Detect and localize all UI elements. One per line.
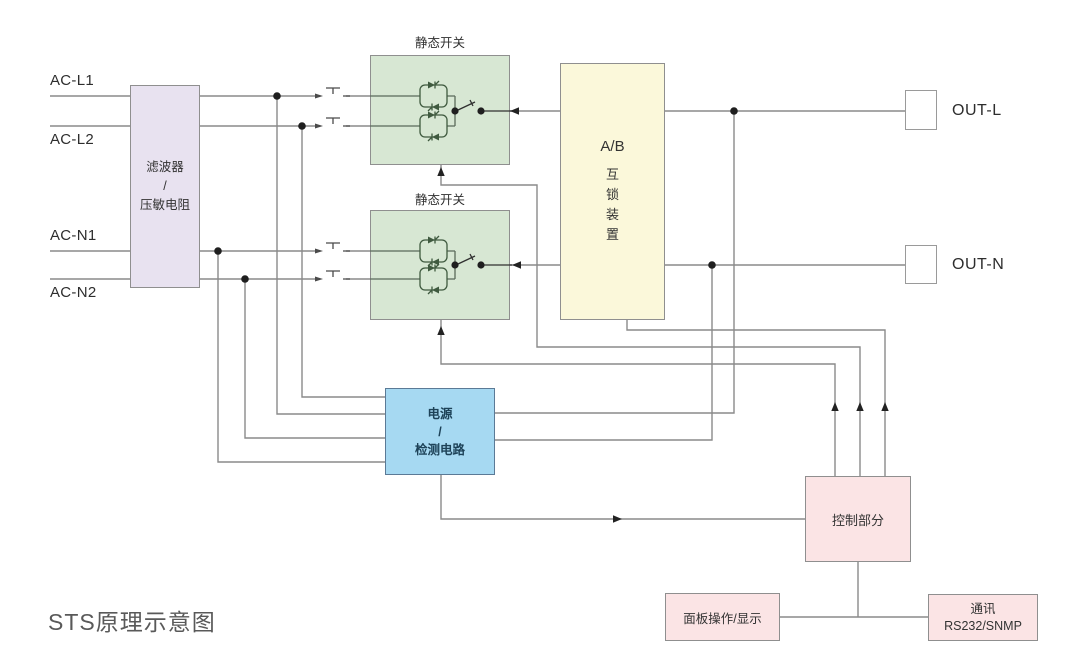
wire-n1-sense: [217, 251, 385, 463]
control-block: 控制部分: [805, 476, 911, 562]
output-label-out-n: OUT-N: [952, 256, 1005, 273]
filter-label-line1: 滤波器: [146, 160, 184, 174]
power-detect-block: 电源 / 检测电路: [385, 388, 495, 475]
static-switch-a-caption: 静态开关: [414, 36, 465, 50]
interlock-title: A/B: [600, 138, 625, 155]
interlock-char1: 互: [605, 167, 619, 182]
control-label: 控制部分: [831, 512, 884, 528]
wire-n2-sense: [244, 279, 385, 439]
comm-label-line1: 通讯: [970, 601, 996, 616]
wire-l1-sense: [276, 96, 385, 415]
wire-outn-sense: [495, 265, 713, 441]
power-label-line3: 检测电路: [414, 442, 465, 457]
interlock-char3: 装: [605, 207, 619, 222]
interlock-char2: 锁: [605, 187, 619, 202]
wire-ctrl-to-bottom: [780, 562, 928, 618]
wire-outl-sense: [495, 111, 735, 414]
static-switch-a-block: [370, 55, 510, 165]
interlock-block: A/B 互 锁 装 置: [560, 63, 665, 320]
filter-label-line3: 压敏电阻: [139, 198, 190, 212]
wire-ctrl-to-sw2: [440, 320, 836, 476]
filter-label-line2: /: [163, 179, 167, 193]
filter-varistor-block: 滤波器 / 压敏电阻: [130, 85, 200, 288]
wire-l2-sense: [301, 126, 385, 398]
wire-power-to-ctrl: [440, 475, 805, 520]
out-l-terminal: [905, 90, 937, 130]
interlock-char4: 置: [605, 227, 619, 242]
input-label-ac-l1: AC-L1: [50, 72, 95, 89]
input-label-ac-n2: AC-N2: [50, 284, 97, 301]
output-label-out-l: OUT-L: [952, 102, 1002, 119]
diagram-title: STS原理示意图: [48, 609, 216, 635]
static-switch-b-caption: 静态开关: [414, 193, 465, 207]
power-label-line1: 电源: [427, 406, 453, 421]
power-label-line2: /: [438, 424, 442, 439]
static-switch-b-block: [370, 210, 510, 320]
comm-block: 通讯 RS232/SNMP: [928, 594, 1038, 641]
out-n-terminal: [905, 245, 937, 284]
panel-label: 面板操作/显示: [683, 611, 762, 626]
comm-label-line2: RS232/SNMP: [944, 618, 1022, 633]
panel-display-block: 面板操作/显示: [665, 593, 780, 641]
wire-ctrl-to-sw1: [440, 165, 861, 476]
input-label-ac-l2: AC-L2: [50, 131, 95, 148]
input-label-ac-n1: AC-N1: [50, 227, 97, 244]
wire-ctrl-to-interlock: [626, 320, 886, 476]
